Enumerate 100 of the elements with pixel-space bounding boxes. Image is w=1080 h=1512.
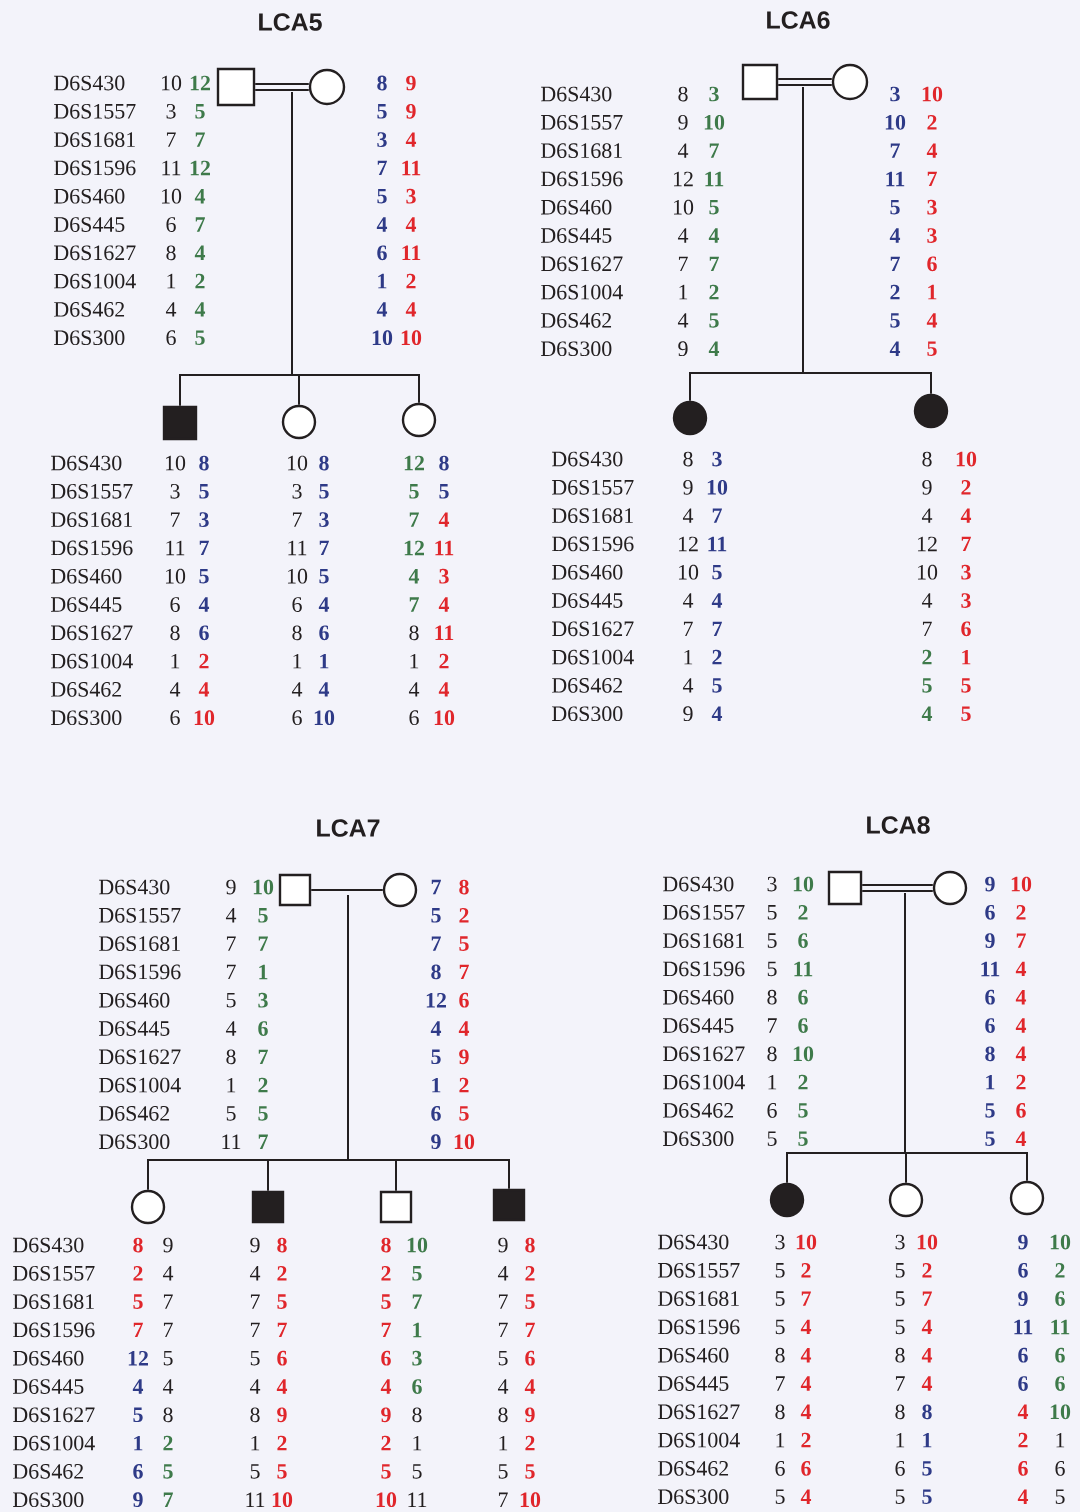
- allele-number: 4: [926, 143, 938, 158]
- allele-number: 5: [195, 104, 205, 119]
- allele-number: 2: [890, 284, 900, 300]
- allele-number: 7: [709, 256, 719, 271]
- marker-name: D6S430: [99, 879, 170, 895]
- allele-number: 4: [677, 313, 689, 328]
- allele-number: 3: [406, 188, 416, 204]
- allele-number: 4: [132, 1379, 144, 1394]
- allele-number: 7: [895, 1376, 905, 1391]
- marker-name: D6S1596: [51, 540, 133, 556]
- square-symbol: [827, 870, 863, 906]
- circle-symbol: [831, 63, 869, 101]
- allele-number: 4: [1015, 990, 1027, 1005]
- allele-number: 7: [1016, 933, 1026, 948]
- consanguineous-marriage-line: [777, 78, 833, 86]
- allele-number: 4: [677, 228, 689, 243]
- allele-number: 8: [163, 1407, 173, 1423]
- allele-number: 8: [431, 964, 441, 980]
- allele-number: 5: [381, 1294, 391, 1309]
- allele-number: 12: [918, 536, 937, 552]
- allele-number: 7: [525, 1322, 535, 1338]
- allele-number: 1: [432, 1077, 441, 1093]
- allele-number: 5: [412, 1266, 422, 1281]
- allele-number: 7: [163, 1492, 173, 1507]
- allele-number: 6: [381, 1350, 391, 1366]
- allele-number: 4: [430, 1021, 442, 1036]
- allele-number: 2: [439, 653, 449, 669]
- allele-number: 10: [166, 568, 186, 584]
- allele-number: 4: [405, 302, 417, 317]
- allele-number: 2: [381, 1435, 391, 1451]
- allele-number: 7: [381, 1322, 391, 1338]
- allele-number: 4: [194, 189, 206, 204]
- allele-number: 5: [381, 1464, 391, 1479]
- allele-number: 5: [775, 1263, 785, 1278]
- allele-number: 7: [683, 621, 693, 636]
- allele-number: 2: [801, 1432, 811, 1448]
- allele-number: 5: [709, 199, 719, 215]
- marker-name: D6S1627: [658, 1404, 740, 1420]
- allele-number: 7: [431, 936, 441, 951]
- descent-line: [904, 892, 1028, 1182]
- allele-number: 6: [775, 1461, 785, 1476]
- allele-number: 5: [498, 1464, 508, 1479]
- allele-number: 1: [923, 1432, 932, 1448]
- marker-name: D6S462: [99, 1106, 170, 1121]
- allele-number: 3: [319, 512, 329, 527]
- allele-number: 6: [1055, 1376, 1065, 1391]
- marker-name: D6S1557: [541, 114, 623, 130]
- allele-number: 6: [1018, 1347, 1028, 1363]
- allele-number: 2: [195, 273, 205, 289]
- marker-name: D6S460: [99, 992, 170, 1008]
- marker-name: D6S1681: [13, 1294, 94, 1309]
- allele-number: 6: [1018, 1262, 1028, 1278]
- allele-number: 3: [439, 568, 449, 584]
- allele-number: 3: [895, 1234, 905, 1250]
- pedigree-title: LCA7: [317, 819, 380, 837]
- allele-number: 2: [381, 1266, 391, 1281]
- allele-number: 4: [921, 1348, 933, 1363]
- allele-number: 7: [195, 132, 205, 147]
- allele-number: 7: [163, 1322, 173, 1338]
- allele-number: 5: [226, 1106, 236, 1121]
- allele-number: 6: [412, 1379, 422, 1394]
- allele-number: 7: [922, 1291, 932, 1306]
- allele-number: 8: [377, 75, 387, 91]
- allele-number: 7: [712, 508, 722, 523]
- allele-number: 8: [166, 245, 176, 261]
- consanguineous-marriage-line: [254, 83, 310, 91]
- square-symbol: [251, 1190, 285, 1224]
- allele-number: 5: [775, 1319, 785, 1335]
- allele-number: 10: [288, 455, 308, 471]
- marker-name: D6S445: [99, 1021, 170, 1036]
- allele-number: 11: [705, 171, 724, 187]
- marker-name: D6S1681: [541, 143, 622, 158]
- allele-number: 3: [292, 483, 302, 499]
- allele-number: 2: [525, 1435, 535, 1451]
- square-symbol: [492, 1188, 526, 1222]
- allele-number: 10: [194, 710, 215, 726]
- allele-number: 6: [767, 1103, 777, 1118]
- allele-number: 6: [985, 989, 995, 1005]
- allele-number: 11: [435, 540, 454, 556]
- allele-number: 8: [409, 625, 419, 641]
- allele-number: 4: [291, 682, 303, 697]
- allele-number: 8: [683, 451, 693, 467]
- allele-number: 2: [801, 1263, 811, 1278]
- marker-name: D6S462: [658, 1461, 729, 1476]
- allele-number: 8: [767, 1046, 777, 1062]
- allele-number: 2: [1018, 1432, 1028, 1448]
- allele-number: 10: [793, 1046, 814, 1062]
- marker-name: D6S460: [663, 989, 734, 1005]
- allele-number: 4: [249, 1379, 261, 1394]
- square-symbol: [216, 67, 256, 107]
- allele-number: 8: [498, 1407, 508, 1423]
- allele-number: 2: [922, 1263, 932, 1278]
- marker-name: D6S462: [552, 678, 623, 693]
- allele-number: 3: [927, 199, 937, 215]
- marker-name: D6S1596: [99, 964, 181, 980]
- marker-name: D6S1681: [663, 933, 744, 948]
- allele-number: 2: [199, 653, 209, 669]
- marker-name: D6S1004: [552, 649, 634, 665]
- marker-name: D6S1681: [51, 512, 132, 527]
- allele-number: 3: [890, 86, 900, 102]
